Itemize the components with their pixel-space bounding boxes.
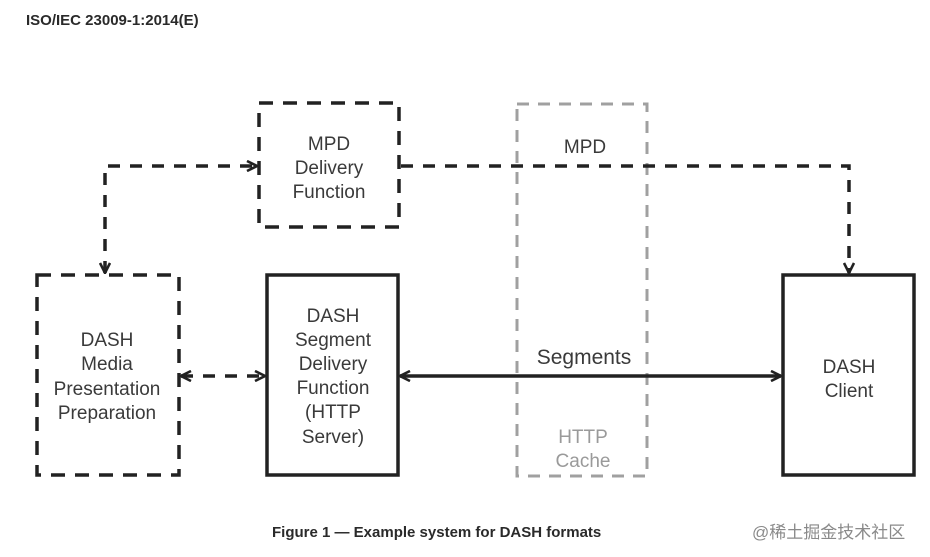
watermark: @稀土掘金技术社区 — [752, 523, 906, 542]
mpd-delivery-function-node: MPD Delivery Function — [257, 101, 401, 229]
media-preparation-node: DASH Media Presentation Preparation — [35, 273, 181, 477]
prep-to-mpd-edge — [105, 166, 257, 273]
segment-delivery-label-line: Delivery — [299, 354, 368, 375]
segment-delivery-label-line: (HTTP — [305, 402, 361, 423]
mpd-edge-label: MPD — [564, 137, 606, 158]
segment-delivery-label-line: DASH — [307, 306, 360, 327]
dash-client-node: DASH Client — [781, 273, 916, 477]
http-cache-node: HTTP Cache — [515, 102, 649, 478]
mpd-to-client-edge — [401, 164, 849, 273]
figure-caption: Figure 1 — Example system for DASH forma… — [272, 524, 602, 541]
segment-delivery-function-node: DASH Segment Delivery Function (HTTP Ser… — [265, 273, 400, 477]
http-cache-label-line: HTTP — [558, 427, 608, 448]
media-prep-label-line: Presentation — [54, 379, 161, 400]
segment-delivery-label-line: Segment — [295, 330, 372, 351]
mpd-delivery-label-line: Function — [293, 182, 366, 203]
segments-edge-label: Segments — [537, 346, 632, 369]
media-prep-label-line: DASH — [81, 330, 134, 351]
media-prep-label-line: Preparation — [58, 403, 156, 424]
dash-client-label-line: DASH — [823, 357, 876, 378]
segment-delivery-label-line: Server) — [302, 427, 364, 448]
mpd-delivery-label-line: Delivery — [295, 158, 364, 179]
segment-delivery-label-line: Function — [297, 378, 370, 399]
dash-client-label-line: Client — [825, 381, 874, 402]
media-prep-label-line: Media — [81, 354, 133, 375]
document-header: ISO/IEC 23009-1:2014(E) — [26, 12, 199, 29]
mpd-delivery-label-line: MPD — [308, 134, 350, 155]
http-cache-label-line: Cache — [556, 451, 611, 472]
